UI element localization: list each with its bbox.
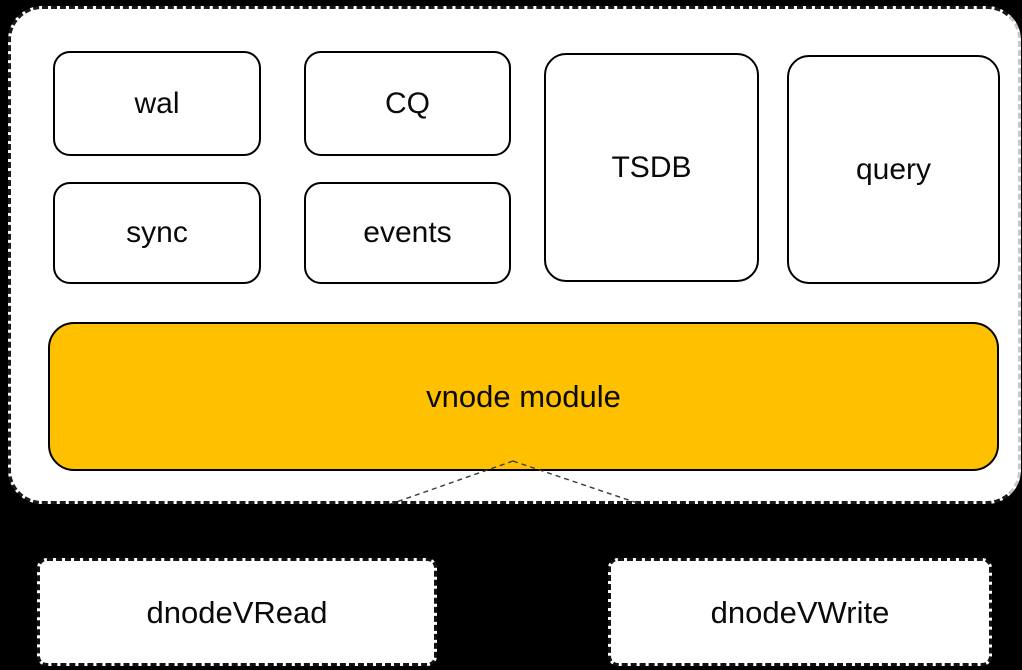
module-label-cq: CQ — [385, 86, 430, 120]
module-box-tsdb: TSDB — [544, 53, 759, 282]
dnode-vwrite-box: dnodeVWrite — [608, 558, 992, 666]
module-label-query: query — [855, 152, 932, 186]
module-label-events: events — [363, 216, 452, 249]
vnode-module-bar: vnode module — [48, 322, 999, 471]
module-box-query: query — [787, 55, 1000, 284]
module-label-wal: wal — [134, 86, 180, 120]
dnode-vread-box: dnodeVRead — [37, 558, 437, 666]
module-box-wal: wal — [53, 51, 261, 156]
module-label-sync: sync — [126, 216, 188, 249]
module-box-cq: CQ — [304, 51, 511, 156]
vnode-process-container: wal CQ sync events TSDB query vnode modu… — [8, 6, 1021, 504]
dnode-vwrite-label: dnodeVWrite — [710, 594, 890, 630]
module-label-tsdb: TSDB — [611, 150, 692, 184]
vnode-module-label: vnode module — [426, 379, 621, 414]
module-box-events: events — [304, 182, 511, 284]
dnode-vread-label: dnodeVRead — [146, 594, 328, 630]
module-box-sync: sync — [53, 182, 261, 284]
